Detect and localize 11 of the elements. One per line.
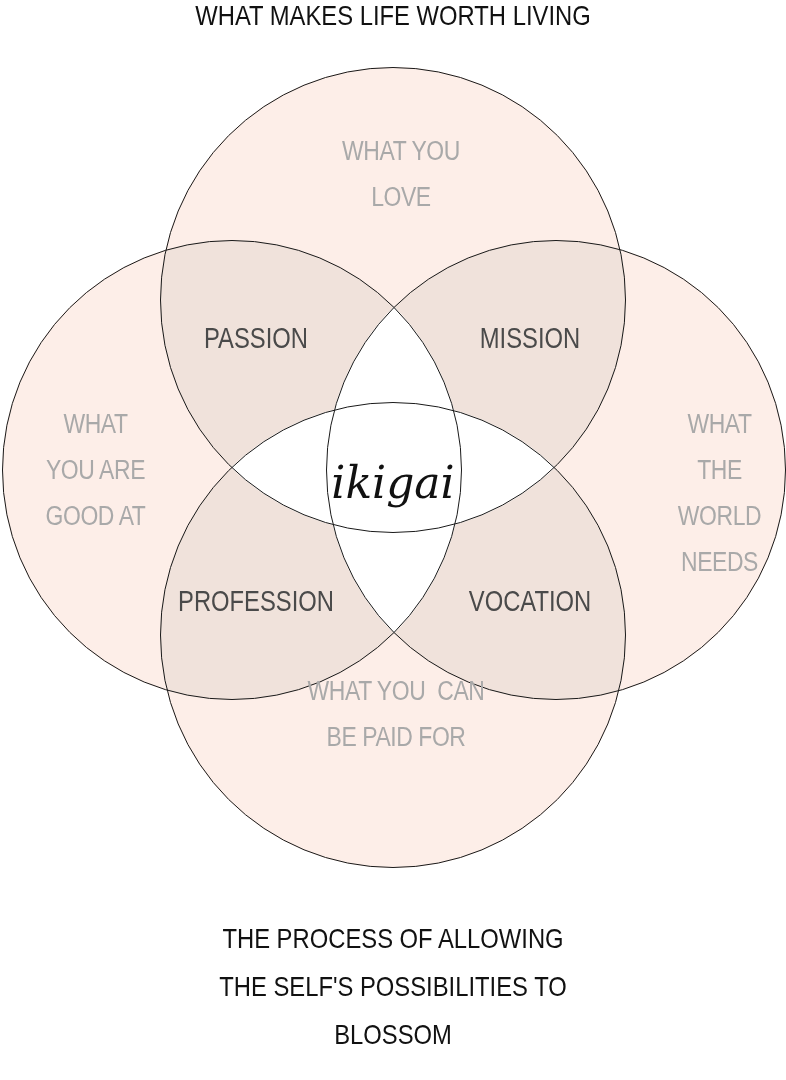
overlap-label: PASSION	[204, 321, 308, 355]
overlap-label: MISSION	[479, 321, 581, 355]
caption: THE PROCESS OF ALLOWING THE SELF'S POSSIBILITIES TO BLOSSOM	[218, 922, 568, 1052]
circle-label: WHAT YOU CAN BE PAID FOR	[306, 675, 486, 754]
circle-label: WHAT THE WORLD NEEDS	[676, 408, 763, 579]
ikigai-heading: ikigai	[331, 456, 455, 508]
overlap-label: PROFESSION	[178, 584, 334, 618]
title: WHAT MAKES LIFE WORTH LIVING	[194, 0, 592, 33]
overlap-label: VOCATION	[468, 584, 592, 618]
circle-label: WHAT YOU ARE GOOD AT	[44, 408, 147, 533]
circle-label: WHAT YOU LOVE	[341, 135, 461, 214]
